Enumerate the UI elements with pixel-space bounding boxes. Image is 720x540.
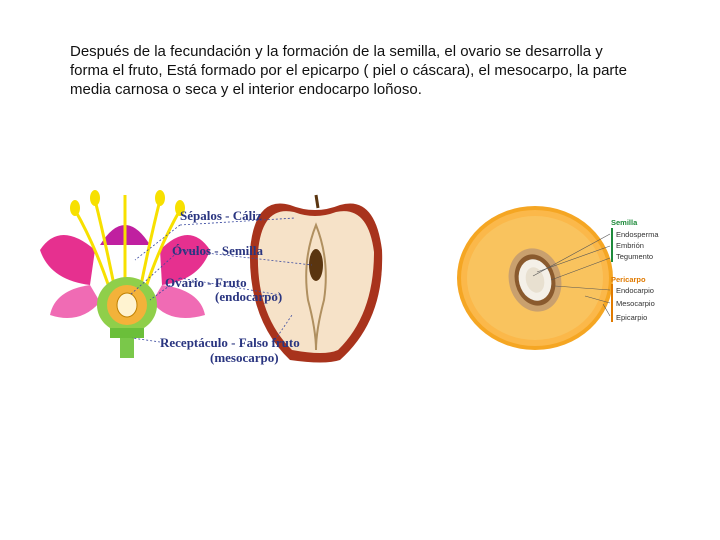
label-ovulos: Óvulos - Semilla — [172, 243, 264, 258]
flower-fruit-diagram: Sépalos - Cáliz Óvulos - Semilla Ovario … — [40, 190, 383, 365]
label-sepalos: Sépalos - Cáliz — [180, 208, 262, 223]
peach-diagram: Semilla Endosperma Embrión Tegumento Per… — [457, 206, 659, 350]
label-endocarpo: (endocarpo) — [215, 289, 282, 304]
body-line-3: media carnosa o seca y el interior endoc… — [70, 81, 422, 98]
label-ovario: Ovario - Fruto — [165, 275, 247, 290]
flower-ovary — [97, 277, 157, 358]
pericarpo-item-3: Epicarpio — [616, 313, 647, 322]
semilla-header: Semilla — [611, 218, 638, 227]
pericarpo-header: Pericarpo — [611, 275, 646, 284]
peach-cross-section — [457, 206, 613, 350]
body-line-2: forma el fruto, Está formado por el epic… — [70, 62, 627, 79]
pericarpo-item-2: Mesocarpio — [616, 299, 655, 308]
flower-stamens — [73, 195, 182, 291]
semilla-item-2: Embrión — [616, 241, 644, 250]
semilla-item-1: Endosperma — [616, 230, 659, 239]
semilla-item-3: Tegumento — [616, 252, 653, 261]
label-mesocarpo: (mesocarpo) — [210, 350, 279, 365]
apple-cross-section — [249, 194, 383, 363]
body-paragraph: Después de la fecundación y la formación… — [70, 42, 690, 99]
label-receptaculo: Receptáculo - Falso fruto — [160, 335, 300, 350]
pericarpo-item-1: Endocarpio — [616, 286, 654, 295]
body-line-1: Después de la fecundación y la formación… — [70, 43, 603, 60]
